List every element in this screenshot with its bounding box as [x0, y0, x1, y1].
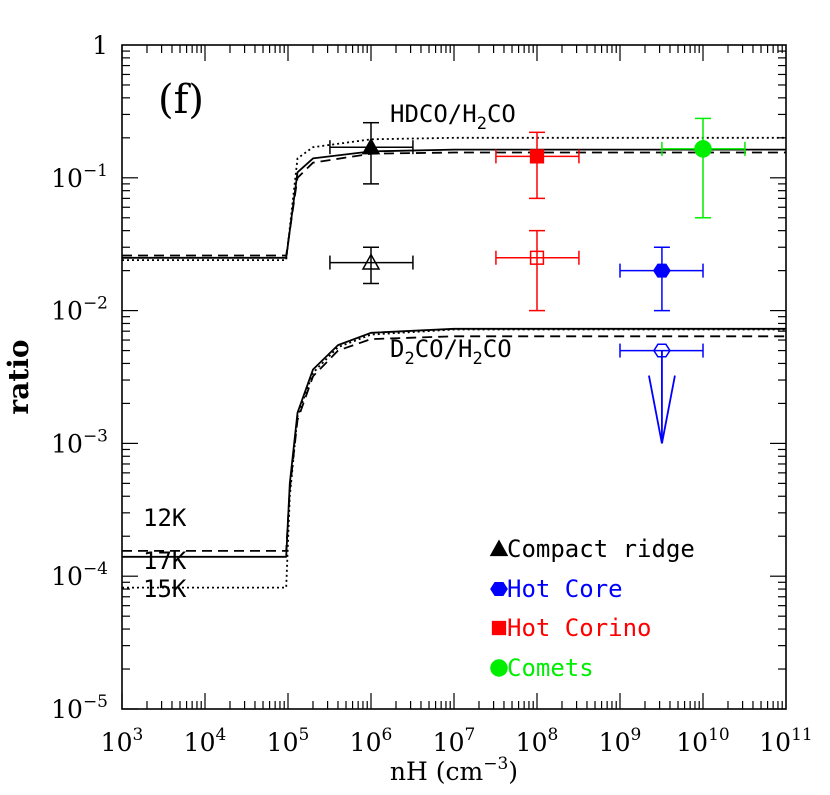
upper-limit-arrowhead: [648, 375, 663, 444]
data-point: [329, 121, 414, 185]
marker-triangle: [361, 137, 381, 155]
legend-label: Compact ridge: [507, 535, 695, 563]
y-tick-label: 1: [92, 31, 108, 60]
model-curve-solid: [122, 327, 786, 558]
plot-frame: [121, 44, 787, 710]
upper-limit-arrowhead: [661, 375, 676, 444]
legend-entry: Comets: [490, 654, 594, 682]
legend-entry: Hot Core: [490, 575, 623, 603]
marker-hexagon: [653, 343, 671, 358]
y-axis-title: ratio: [2, 339, 35, 414]
legend-marker-circle: [490, 659, 508, 677]
model-curves: [122, 136, 786, 589]
y-tick-label: 10−5: [51, 692, 108, 724]
legend-label: Comets: [507, 654, 594, 682]
y-tick-label: 10−1: [51, 161, 108, 193]
x-axis-title: nH (cm−3): [390, 754, 518, 786]
data-point: [495, 131, 580, 200]
legend-entry: Compact ridge: [489, 535, 695, 563]
axis-ticks: [121, 45, 786, 710]
x-tick-label: 1011: [759, 725, 812, 757]
y-tick-label: 10−4: [51, 559, 108, 591]
legend-marker-hexagon: [490, 582, 508, 596]
marker-square: [529, 250, 545, 265]
model-curve-dashed: [122, 335, 786, 552]
x-tick-label: 108: [516, 725, 559, 757]
model-curve-solid: [122, 148, 786, 259]
x-tick-label: 106: [350, 725, 393, 757]
x-tick-label: 105: [267, 725, 310, 757]
marker-hexagon: [653, 263, 671, 278]
model-curve-dotted: [122, 136, 786, 262]
panel-label: (f): [158, 77, 204, 123]
x-tick-label: 109: [599, 725, 642, 757]
x-tick-label: 104: [184, 725, 227, 757]
data-point: [495, 229, 580, 312]
data-point: [661, 117, 746, 219]
y-tick-label: 10−3: [51, 426, 108, 458]
temp-label-12k: 12K: [143, 504, 187, 532]
legend-marker-square: [491, 620, 507, 636]
y-tick-label: 10−2: [51, 294, 108, 326]
legend-label: Hot Corino: [507, 614, 652, 642]
temp-label-17k: 17K: [143, 547, 187, 575]
data-point: [329, 246, 414, 285]
x-tick-label: 107: [433, 725, 476, 757]
data-point: [619, 343, 704, 444]
x-tick-label: 1010: [676, 725, 729, 757]
marker-circle: [694, 140, 712, 158]
model-curve-dashed: [122, 151, 786, 257]
legend-entry: Hot Corino: [491, 614, 652, 642]
d2co-curve-label: D2CO/H2CO: [390, 335, 512, 369]
hdco-curve-label: HDCO/H2CO: [390, 100, 516, 134]
legend-marker-triangle: [489, 539, 509, 557]
x-tick-labels: 103 104 105 106 107 108 109 1010 1011: [101, 725, 813, 757]
marker-triangle: [361, 253, 381, 270]
marker-square: [529, 149, 545, 164]
data-point: [619, 246, 704, 312]
y-tick-labels: 1 10−1 10−2 10−3 10−4 10−5: [51, 31, 108, 724]
legend-label: Hot Core: [507, 575, 623, 603]
temp-label-15k: 15K: [143, 575, 187, 603]
x-tick-label: 103: [101, 725, 144, 757]
observations: [329, 117, 746, 444]
